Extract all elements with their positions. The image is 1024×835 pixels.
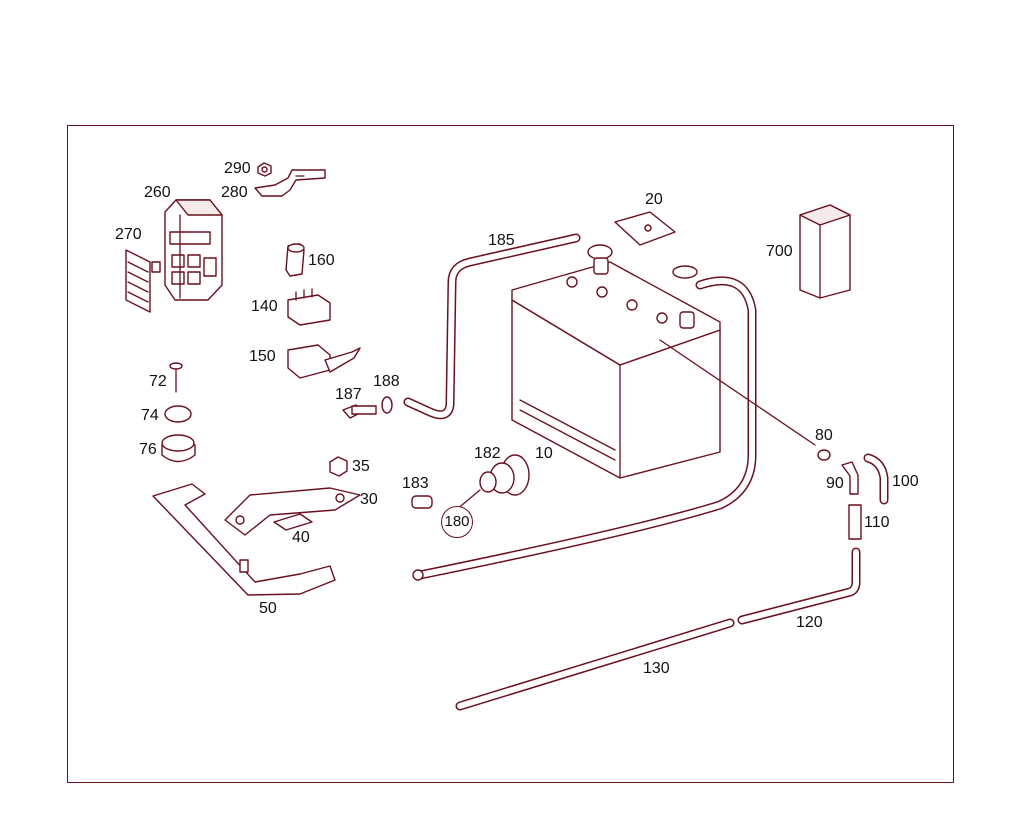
bracket-50-part bbox=[152, 483, 336, 596]
washer-188-part bbox=[381, 396, 393, 414]
callout-183: 183 bbox=[402, 475, 429, 492]
cover-plate-20-part bbox=[614, 211, 676, 246]
callout-260: 260 bbox=[144, 184, 171, 201]
leader-80 bbox=[659, 339, 816, 446]
grommet-182-part bbox=[479, 454, 530, 496]
cap-76-part bbox=[161, 434, 196, 463]
nut-290-part bbox=[257, 162, 272, 177]
hose-130-part bbox=[455, 618, 735, 711]
callout-80: 80 bbox=[815, 427, 833, 444]
plug-80-part bbox=[817, 449, 831, 461]
elbow-90-part bbox=[841, 461, 859, 495]
bolt-187-part bbox=[342, 404, 377, 419]
callout-20: 20 bbox=[645, 191, 663, 208]
cable-180-part bbox=[412, 265, 757, 581]
callout-270: 270 bbox=[115, 226, 142, 243]
callout-180: 180 bbox=[441, 506, 473, 538]
fuse-box-260-part bbox=[164, 199, 223, 301]
cover-270-part bbox=[125, 249, 161, 313]
callout-187: 187 bbox=[335, 386, 362, 403]
callout-10: 10 bbox=[535, 445, 553, 462]
callout-150: 150 bbox=[249, 348, 276, 365]
socket-140-part bbox=[287, 288, 331, 326]
nipple-183-part bbox=[411, 495, 433, 509]
callout-35: 35 bbox=[352, 458, 370, 475]
callout-130: 130 bbox=[643, 660, 670, 677]
callout-110: 110 bbox=[864, 514, 890, 531]
callout-700: 700 bbox=[766, 243, 793, 260]
callout-76: 76 bbox=[139, 441, 157, 458]
callout-100: 100 bbox=[892, 473, 919, 490]
relay-160-part bbox=[285, 243, 305, 277]
callout-182: 182 bbox=[474, 445, 501, 462]
callout-40: 40 bbox=[292, 529, 310, 546]
callout-30: 30 bbox=[360, 491, 378, 508]
callout-50: 50 bbox=[259, 600, 277, 617]
battery-10-part bbox=[511, 257, 721, 479]
hose-120-part bbox=[737, 547, 861, 625]
pad-40-part bbox=[273, 513, 313, 531]
callout-120: 120 bbox=[796, 614, 823, 631]
callout-290: 290 bbox=[224, 160, 251, 177]
hose-110-part bbox=[848, 504, 862, 540]
callout-160: 160 bbox=[308, 252, 335, 269]
bracket-30-part bbox=[224, 487, 361, 536]
bolt-72-part bbox=[169, 362, 183, 393]
nut-35-part bbox=[329, 456, 348, 477]
callout-140: 140 bbox=[251, 298, 278, 315]
callout-188: 188 bbox=[373, 373, 400, 390]
callout-280: 280 bbox=[221, 184, 248, 201]
diagram-frame bbox=[67, 125, 954, 783]
holder-150-part bbox=[287, 344, 361, 379]
callout-185: 185 bbox=[488, 232, 515, 249]
hose-100-part bbox=[863, 453, 889, 505]
callout-72: 72 bbox=[149, 373, 167, 390]
module-700-part bbox=[799, 204, 851, 299]
callout-74: 74 bbox=[141, 407, 159, 424]
cap-74-part bbox=[164, 405, 192, 423]
callout-90: 90 bbox=[826, 475, 844, 492]
bracket-280-part bbox=[254, 169, 326, 197]
